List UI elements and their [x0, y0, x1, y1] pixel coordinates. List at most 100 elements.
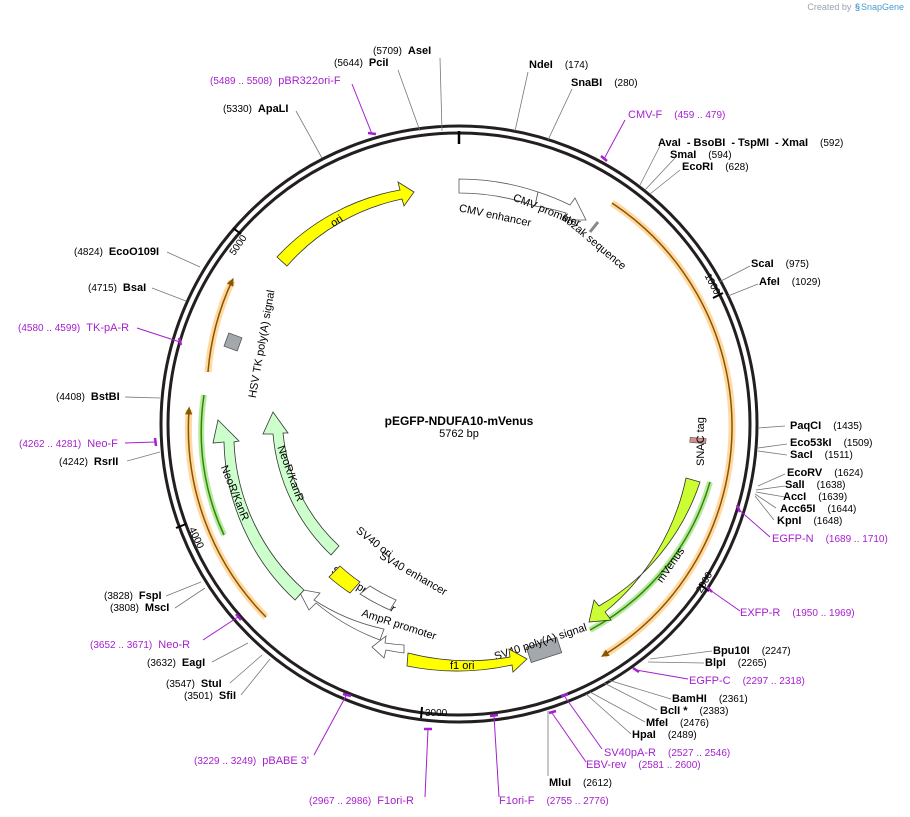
- site-hpaI: HpaI: [632, 729, 656, 741]
- svg-text:F1ori-F(2755 .. 2776): F1ori-F(2755 .. 2776): [499, 795, 609, 807]
- site-kpnI: KpnI: [777, 515, 801, 527]
- feature-f1-ori: [406, 648, 528, 673]
- svg-text:KpnI(1648): KpnI(1648): [777, 515, 842, 527]
- svg-text:EcoRV(1624): EcoRV (1624): [787, 467, 863, 479]
- site-mluI: MluI: [549, 777, 571, 789]
- site-apaLI: ApaLI: [258, 103, 289, 115]
- svg-text:SmaI(594): SmaI(594): [670, 149, 732, 161]
- site-leaders: [124, 57, 788, 776]
- site-bclI-pos: (2383): [700, 706, 729, 717]
- site-scaI: ScaI: [751, 258, 774, 270]
- site-aseI-pos: (5709): [373, 46, 402, 57]
- site-mfeI-pos: (2476): [680, 718, 709, 729]
- site-afeI: AfeI: [759, 276, 780, 288]
- site-apaLI-pos: (5330): [223, 104, 252, 115]
- primer-pbr322ori-f: pBR322ori-F: [278, 75, 341, 87]
- svg-text:(2967 .. 2986)F1ori-R: (2967 .. 2986) F1ori-R: [309, 795, 414, 807]
- site-afeI-pos: (1029): [792, 277, 821, 288]
- site-xmaI: - XmaI: [775, 137, 808, 149]
- site-mscI-pos: (3808): [110, 603, 139, 614]
- site-sacI: SacI: [790, 449, 813, 461]
- site-tspMI: - TspMI: [731, 137, 769, 149]
- site-ndeI-pos: (174): [565, 60, 588, 71]
- site-acc65I: Acc65I: [780, 503, 815, 515]
- svg-text:(3652 .. 3671)Neo-R: (3652 .. 3671) Neo-R: [90, 639, 190, 651]
- feature-sv40-promoter: [297, 588, 385, 641]
- svg-text:(4715)BsaI: (4715)BsaI: [88, 282, 146, 294]
- svg-text:EGFP-C(2297 .. 2318): EGFP-C(2297 .. 2318): [689, 675, 805, 687]
- feature-sv40-ori-label: SV40 ori: [354, 525, 395, 560]
- site-ecoO109I-pos: (4824): [74, 247, 103, 258]
- primer-neo-r: Neo-R: [158, 639, 190, 651]
- primer-f1ori-r-range: (2967 .. 2986): [309, 796, 371, 807]
- site-bpu10I: Bpu10I: [713, 645, 750, 657]
- feature-ampr-promoter: [371, 635, 405, 659]
- site-salI: SalI: [785, 479, 805, 491]
- site-mluI-pos: (2612): [583, 778, 612, 789]
- feature-kozak-label: kozak sequence: [560, 212, 629, 272]
- site-ecoRV: EcoRV: [787, 467, 823, 479]
- feature-neor-outer: [212, 419, 305, 601]
- site-avaI: AvaI: [658, 137, 681, 149]
- svg-text:AccI(1639): AccI(1639): [783, 491, 847, 503]
- site-ecoRI: EcoRI: [682, 161, 713, 173]
- site-paqCI: PaqCI: [790, 420, 821, 432]
- svg-text:(4242)RsrII: (4242) RsrII: [59, 456, 118, 468]
- site-bclI: BclI *: [660, 705, 688, 717]
- orf-arc-left-line: [185, 406, 267, 618]
- svg-text:BclI *(2383): BclI * (2383): [660, 705, 728, 717]
- snapgene-credit: Created by §SnapGene: [807, 2, 904, 12]
- primer-marks: [153, 131, 742, 731]
- svg-text:MluI(2612): MluI (2612): [549, 777, 612, 789]
- site-eco53kI: Eco53kI: [790, 437, 832, 449]
- feature-neor-inner: [262, 411, 340, 556]
- svg-text:ScaI(975): ScaI(975): [751, 258, 809, 270]
- site-rsrII: RsrII: [94, 456, 118, 468]
- site-ecoRV-pos: (1624): [834, 468, 863, 479]
- primer-tk-pa-r: TK-pA-R: [86, 322, 129, 334]
- svg-text:PaqCI(1435): PaqCI (1435): [790, 420, 862, 432]
- site-eagI-pos: (3632): [147, 658, 176, 669]
- svg-text:(5644)PciI: (5644)PciI: [334, 57, 388, 69]
- primer-neo-r-range: (3652 .. 3671): [90, 640, 152, 651]
- site-rsrII-pos: (4242): [59, 457, 88, 468]
- backbone-outer-ring: [159, 124, 759, 724]
- site-paqCI-pos: (1435): [833, 421, 862, 432]
- primer-exfp-r-range: (1950 .. 1969): [792, 608, 854, 619]
- primer-f1ori-f: F1ori-F: [499, 795, 535, 807]
- orf-green-right-line: [589, 481, 711, 631]
- feature-cmv-promoter: [534, 191, 587, 221]
- snapgene-logo-icon: §: [854, 2, 860, 12]
- svg-text:HpaI(2489): HpaI(2489): [632, 729, 697, 741]
- orf-green-left-line: [200, 394, 225, 536]
- site-snaBI: SnaBI: [571, 77, 602, 89]
- site-aseI: AseI: [408, 45, 431, 57]
- primer-cmv-f: CMV-F: [628, 109, 663, 121]
- site-labels: (5709) AseI (5644)PciI (5330) ApaLI NdeI(1…: [56, 45, 873, 789]
- svg-text:NdeI(174): NdeI(174): [529, 59, 588, 71]
- primer-neo-f-range: (4262 .. 4281): [19, 439, 81, 450]
- site-mscI: MscI: [145, 602, 169, 614]
- site-bpu10I-pos: (2247): [762, 646, 791, 657]
- site-accI-pos: (1639): [818, 492, 847, 503]
- feature-f1-ori-label: f1 ori: [450, 660, 474, 672]
- site-stuI-pos: (3547): [166, 679, 195, 690]
- svg-text:(3828)FspI: (3828)FspI: [104, 590, 162, 602]
- svg-text:EGFP-N(1689 .. 1710): EGFP-N(1689 .. 1710): [772, 533, 888, 545]
- site-bsoBI: - BsoBI: [687, 137, 726, 149]
- primer-f1ori-r: F1ori-R: [377, 795, 414, 807]
- tick-3000-label: 3000: [425, 708, 448, 719]
- site-acc65I-pos: (1644): [827, 504, 856, 515]
- site-pciI: PciI: [369, 57, 389, 69]
- feature-mvenus: [588, 477, 701, 623]
- svg-text:BamHI(2361): BamHI(2361): [672, 693, 748, 705]
- site-blpI: BlpI: [705, 657, 726, 669]
- svg-text:CMV-F(459 .. 479): CMV-F(459 .. 479): [628, 109, 725, 121]
- feature-sv40-polya: [525, 636, 563, 664]
- primer-pbabe3-range: (3229 .. 3249): [194, 756, 256, 767]
- site-bamHI-pos: (2361): [719, 694, 748, 705]
- feature-ori: [276, 181, 415, 267]
- svg-text:(3547)StuI: (3547)StuI: [166, 678, 222, 690]
- svg-text:(4262 .. 4281)Neo-F: (4262 .. 4281)Neo-F: [19, 438, 118, 450]
